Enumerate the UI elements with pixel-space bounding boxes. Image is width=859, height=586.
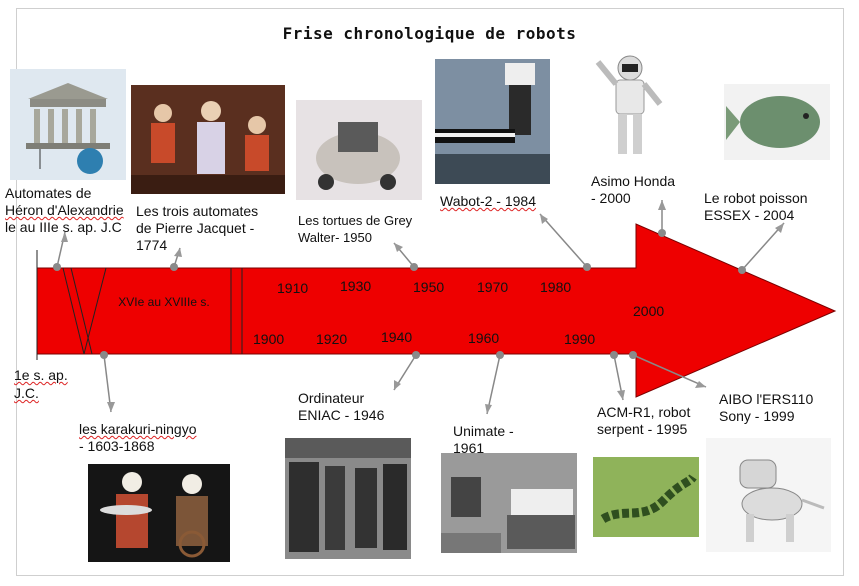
arrowhead [658, 200, 666, 210]
year-label: 1910 [277, 280, 309, 296]
page-frame [16, 8, 844, 576]
arrowhead [394, 380, 401, 390]
robot-fish-image [724, 84, 830, 160]
event-label-asimo: Asimo Honda - 2000 [591, 173, 675, 207]
aibo-image [706, 438, 831, 552]
era-break-line [62, 267, 85, 355]
year-label: 1990 [564, 331, 596, 347]
event-text: ENIAC - 1946 [298, 407, 385, 423]
year-label: 2000 [633, 303, 665, 319]
event-dot [53, 263, 61, 271]
heron-temple-image [10, 69, 126, 180]
event-dot [170, 263, 178, 271]
arrowhead [540, 214, 548, 224]
event-dot [629, 351, 637, 359]
event-label-unimate: Unimate - 1961 [453, 423, 514, 457]
event-text: ACM-R1, robot [597, 404, 691, 420]
event-label-wabot: Wabot-2 - 1984 [440, 193, 536, 210]
page-title: Frise chronologique de robots [282, 24, 577, 43]
event-text: le au IIIe s. ap. J.C [5, 219, 122, 235]
event-dot [100, 351, 108, 359]
jacquet-automates-image [131, 85, 285, 194]
acm-r1-snake-image [593, 457, 699, 537]
arrowheads [61, 200, 784, 414]
arrowhead [107, 402, 115, 412]
arrowhead [394, 243, 403, 252]
era-break-line [83, 267, 107, 355]
event-text: Les tortues de Grey [298, 213, 413, 228]
event-label-eniac: Ordinateur ENIAC - 1946 [298, 390, 384, 424]
event-dot [410, 263, 418, 271]
event-dot [610, 351, 618, 359]
arrowhead [775, 223, 784, 233]
event-dot [658, 229, 666, 237]
event-text: 1774 [136, 237, 168, 253]
event-label-jacquet: Les trois automates de Pierre Jacquet - … [136, 203, 258, 254]
era-label-antiquity: 1e s. ap. J.C. [14, 366, 74, 402]
year-label: 1940 [381, 329, 413, 345]
event-text: - 2000 [591, 190, 631, 206]
event-dot [738, 266, 746, 274]
event-text: Le robot poisson [704, 190, 808, 206]
event-text: de Pierre Jacquet - [136, 220, 255, 236]
connector-wabot [539, 213, 588, 268]
event-text: - 1603-1868 [79, 438, 155, 454]
year-label: 1900 [253, 331, 285, 347]
event-text: les karakuri-ningyo [79, 421, 197, 437]
arrowhead [485, 404, 492, 414]
event-text: Héron d'Alexandrie [5, 202, 124, 218]
year-label: 1930 [340, 278, 372, 294]
connector-poisson [741, 222, 785, 271]
arrowhead [61, 232, 68, 242]
era-break-line [70, 267, 93, 355]
arrowhead [617, 390, 625, 400]
year-label: 1950 [413, 279, 445, 295]
event-text: 1961 [453, 440, 485, 456]
connector-aibo [632, 354, 707, 388]
arrowhead [174, 248, 182, 257]
event-text: Walter- 1950 [298, 230, 372, 245]
event-text: Wabot-2 - 1984 [440, 193, 536, 209]
event-text: Les trois automates [136, 203, 259, 219]
event-text: Asimo Honda [591, 173, 676, 189]
era-label-pre: XVIe au XVIIIe s. [118, 295, 210, 309]
event-label-acm: ACM-R1, robot serpent - 1995 [597, 404, 690, 438]
event-text: serpent - 1995 [597, 421, 688, 437]
event-text: Automates de [5, 185, 92, 201]
event-text: ESSEX - 2004 [704, 207, 795, 223]
grey-walter-tortoise-image [296, 100, 422, 200]
event-dot [496, 351, 504, 359]
unimate-image [441, 453, 577, 553]
asimo-image [588, 48, 668, 160]
event-text: Sony - 1999 [719, 408, 795, 424]
year-label: 1970 [477, 279, 509, 295]
event-text: Unimate - [453, 423, 514, 439]
event-dot [583, 263, 591, 271]
wabot-image [435, 59, 550, 184]
year-label: 1960 [468, 330, 500, 346]
event-dot [412, 351, 420, 359]
event-label-aibo: AIBO l'ERS110 Sony - 1999 [719, 391, 813, 425]
event-text: Ordinateur [298, 390, 365, 406]
event-text: AIBO l'ERS110 [719, 391, 814, 407]
year-label: 1920 [316, 331, 348, 347]
event-label-tortues: Les tortues de Grey Walter- 1950 [298, 212, 412, 246]
event-label-heron: Automates de Héron d'Alexandrie le au II… [5, 185, 124, 236]
dots [53, 229, 746, 359]
year-label: 1980 [540, 279, 572, 295]
event-label-poisson: Le robot poisson ESSEX - 2004 [704, 190, 808, 224]
karakuri-image [88, 464, 230, 562]
arrowhead [695, 381, 706, 388]
era-antiquity-text: 1e s. ap. J.C. [14, 367, 68, 401]
event-label-karakuri: les karakuri-ningyo - 1603-1868 [79, 421, 197, 455]
eniac-image [285, 438, 411, 559]
connector-unimate [486, 354, 501, 415]
